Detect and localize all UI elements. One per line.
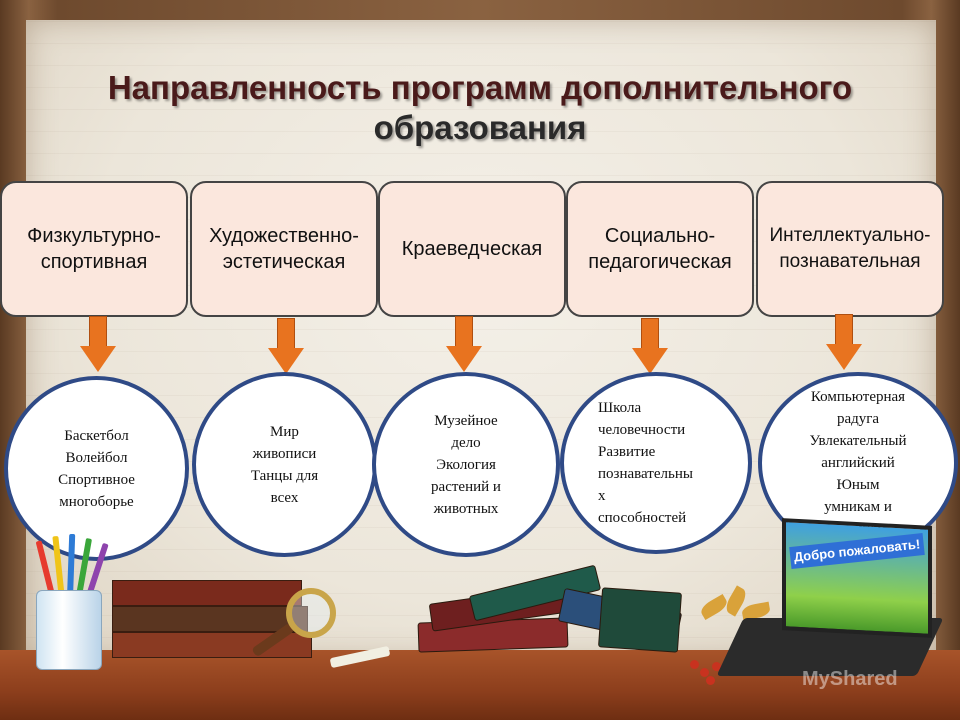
direction-label: Физкультурно- спортивная: [27, 225, 161, 273]
activities-text: Баскетбол Волейбол Спортивное многоборье: [58, 427, 135, 510]
direction-box-art: Художественно- эстетическая: [190, 181, 378, 317]
title-line-1: Направленность программ дополнительного: [107, 69, 853, 106]
berry-icon: [690, 660, 699, 669]
pencil-cup: [36, 590, 102, 670]
activities-text: Музейное дело Экология растений и животн…: [431, 412, 501, 517]
down-arrow-icon: [632, 318, 668, 378]
direction-label: Художественно- эстетическая: [209, 225, 359, 273]
title-line-2: образования: [373, 109, 587, 146]
activities-circle-sport: Баскетбол Волейбол Спортивное многоборье: [4, 376, 189, 561]
down-arrow-icon: [446, 316, 482, 376]
book-icon: [598, 587, 682, 653]
down-arrow-icon: [268, 318, 304, 378]
magnifier-icon: [286, 588, 336, 638]
book-icon: [112, 606, 308, 632]
activities-text: Мир живописи Танцы для всех: [250, 423, 319, 506]
berry-icon: [712, 662, 721, 671]
down-arrow-icon: [826, 314, 862, 374]
down-arrow-icon: [80, 316, 116, 376]
direction-box-sport: Физкультурно- спортивная: [0, 181, 188, 317]
activities-text: Компьютерная радуга Увлекательный англий…: [809, 389, 907, 537]
direction-label: Краеведческая: [401, 238, 543, 260]
activities-circle-art: Мир живописи Танцы для всех: [192, 372, 377, 557]
activities-circle-local-history: Музейное дело Экология растений и животн…: [372, 372, 560, 557]
direction-box-local-history: Краеведческая: [378, 181, 566, 317]
activities-circle-social: Школа человечности Развитие познавательн…: [560, 372, 752, 554]
watermark: MyShared: [802, 668, 898, 690]
direction-box-social: Социально- педагогическая: [566, 181, 754, 317]
book-icon: [112, 580, 302, 606]
direction-box-intellectual: Интеллектуально- познавательная: [756, 181, 944, 317]
activities-text: Школа человечности Развитие познавательн…: [598, 400, 693, 526]
berry-icon: [700, 668, 709, 677]
slide-title: Направленность программ дополнительного …: [60, 68, 900, 148]
direction-label: Интеллектуально- познавательная: [769, 225, 931, 272]
berry-icon: [706, 676, 715, 685]
direction-label: Социально- педагогическая: [588, 225, 732, 273]
